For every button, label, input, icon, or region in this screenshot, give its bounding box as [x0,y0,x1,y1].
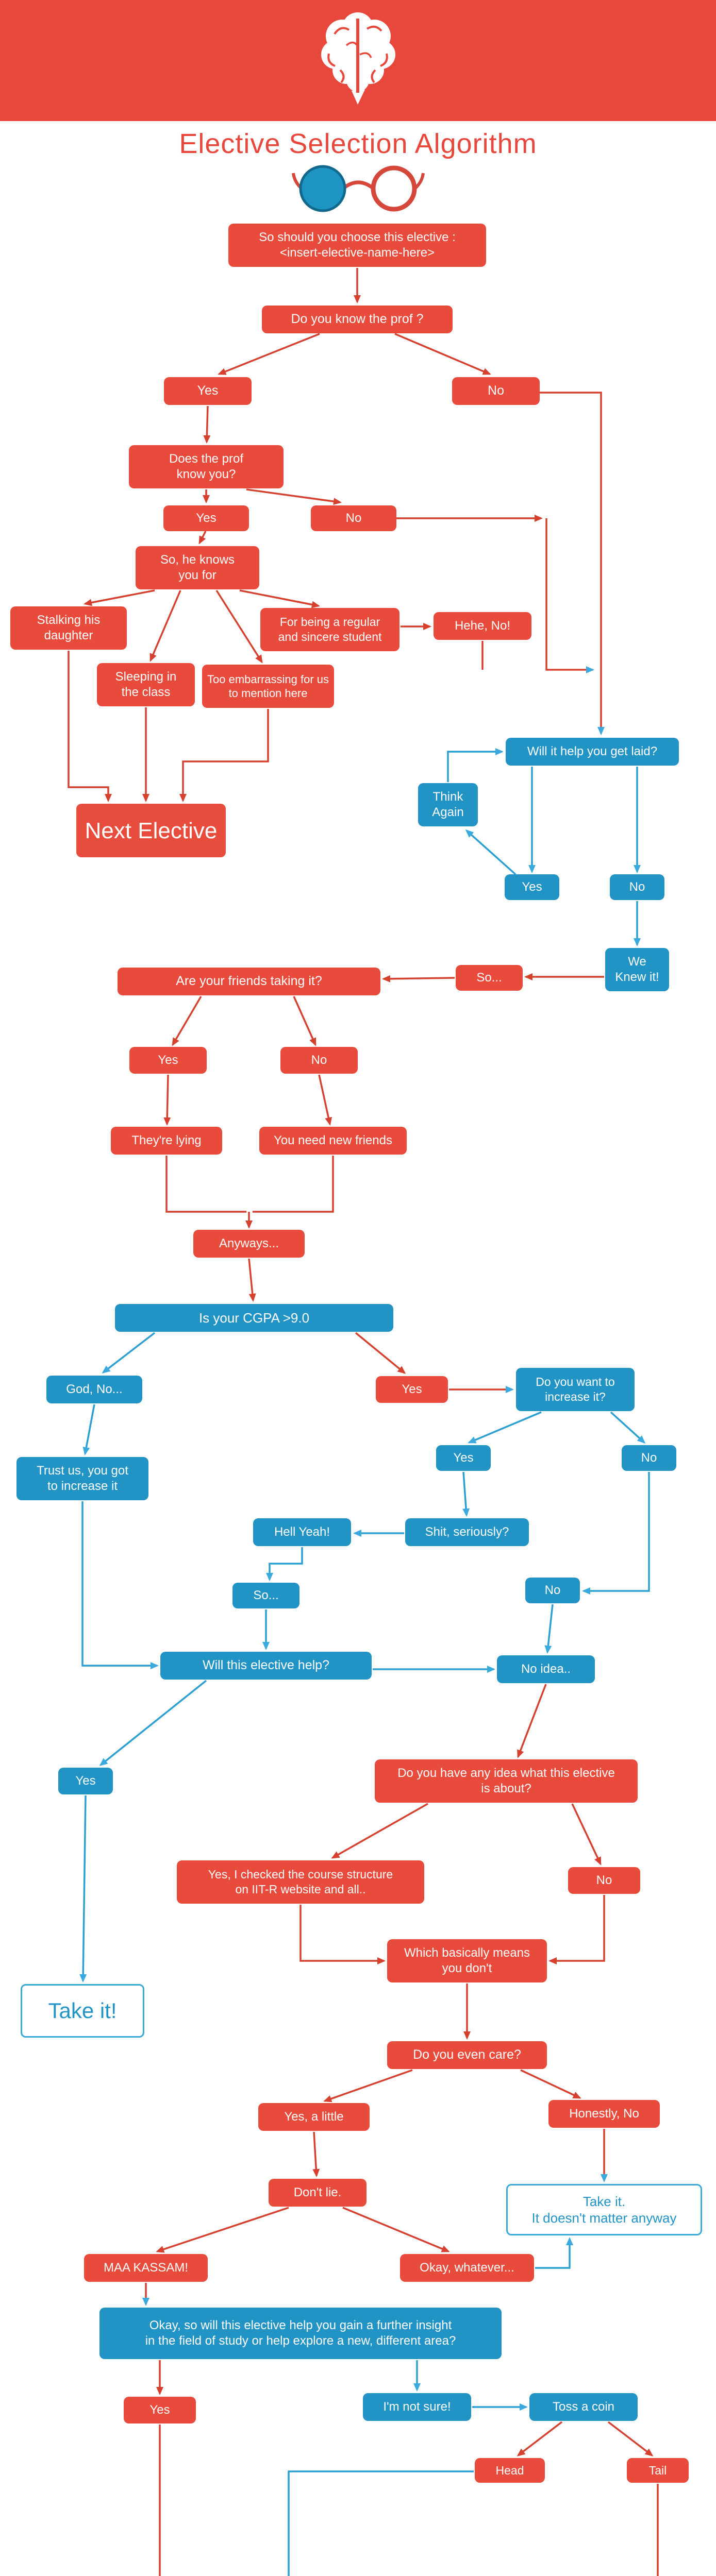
node-trust-us: Trust us, you got to increase it [16,1457,148,1500]
node-think-again: Think Again [418,783,478,826]
node-friends-no: No [280,1047,358,1074]
node-final-yes: Yes [124,2397,196,2424]
node-dont-lie: Don't lie. [269,2179,367,2207]
brain-icon [306,4,409,116]
node-friends-taking: Are your friends taking it? [118,968,380,995]
node-hell-yeah: Hell Yeah! [253,1518,351,1546]
node-increase-yes: Yes [436,1445,491,1471]
node-stalking: Stalking his daughter [10,606,127,650]
node-get-laid: Will it help you get laid? [506,738,679,766]
node-prof-know-you-yes: Yes [163,505,249,531]
node-honestly-no: Honestly, No [548,2100,660,2128]
node-okay-whatever: Okay, whatever... [400,2254,534,2282]
node-next-elective-top: Next Elective [76,804,226,857]
node-final-question: Okay, so will this elective help you gai… [99,2308,502,2359]
node-get-laid-no: No [610,874,664,900]
node-know-prof-no: No [452,377,540,405]
node-increase-no: No [622,1445,676,1471]
node-cgpa: Is your CGPA >9.0 [115,1304,393,1332]
node-regular-student: For being a regular and sincere student [260,608,399,651]
node-toss-coin: Toss a coin [529,2393,638,2421]
node-knows-you-for: So, he knows you for [136,546,259,589]
node-care-little: Yes, a little [258,2103,370,2131]
node-not-sure: I'm not sure! [363,2393,471,2421]
node-help-yes: Yes [58,1768,113,1794]
node-shit-seriously: Shit, seriously? [405,1518,529,1546]
node-increase-it: Do you want to increase it? [516,1368,635,1411]
node-anyways: Anyways... [193,1230,305,1258]
node-means-dont: Which basically means you don't [387,1939,547,1982]
page-title: Elective Selection Algorithm [179,128,537,159]
node-take-it-1: Take it! [21,1984,144,2038]
node-prof-know-you-no: No [311,505,396,531]
glasses-icon [291,159,425,221]
node-checked: Yes, I checked the course structure on I… [177,1860,424,1904]
node-so-2: So... [232,1583,299,1608]
node-no-idea: No idea.. [497,1655,595,1683]
node-prof-know-you: Does the prof know you? [129,445,284,488]
node-get-laid-yes: Yes [505,874,559,900]
node-maa-kassam: MAA KASSAM! [84,2254,208,2282]
node-intro: So should you choose this elective : <in… [228,224,486,267]
node-embarrassing: Too embarrassing for us to mention here [202,665,334,708]
node-even-care: Do you even care? [387,2041,547,2069]
node-god-no: God, No... [46,1376,142,1403]
node-we-knew-it: We Knew it! [605,948,669,991]
node-sleeping: Sleeping in the class [97,663,195,706]
node-head: Head [475,2458,545,2483]
node-take-it-2: Take it. It doesn't matter anyway [506,2184,702,2235]
node-seriously-no: No [525,1578,580,1603]
node-know-prof-yes: Yes [164,377,252,405]
connectors [68,268,659,2576]
node-friends-yes: Yes [129,1047,207,1074]
node-elective-help: Will this elective help? [160,1652,372,1680]
node-hehe-no: Hehe, No! [434,612,531,640]
node-theyre-lying: They're lying [111,1127,222,1155]
node-so-1: So... [456,965,523,991]
node-checked-no: No [568,1867,640,1894]
node-any-idea: Do you have any idea what this elective … [375,1759,638,1803]
node-tail: Tail [627,2458,689,2483]
node-cgpa-yes: Yes [376,1376,448,1403]
node-know-prof: Do you know the prof ? [262,306,453,333]
node-new-friends: You need new friends [259,1127,407,1155]
